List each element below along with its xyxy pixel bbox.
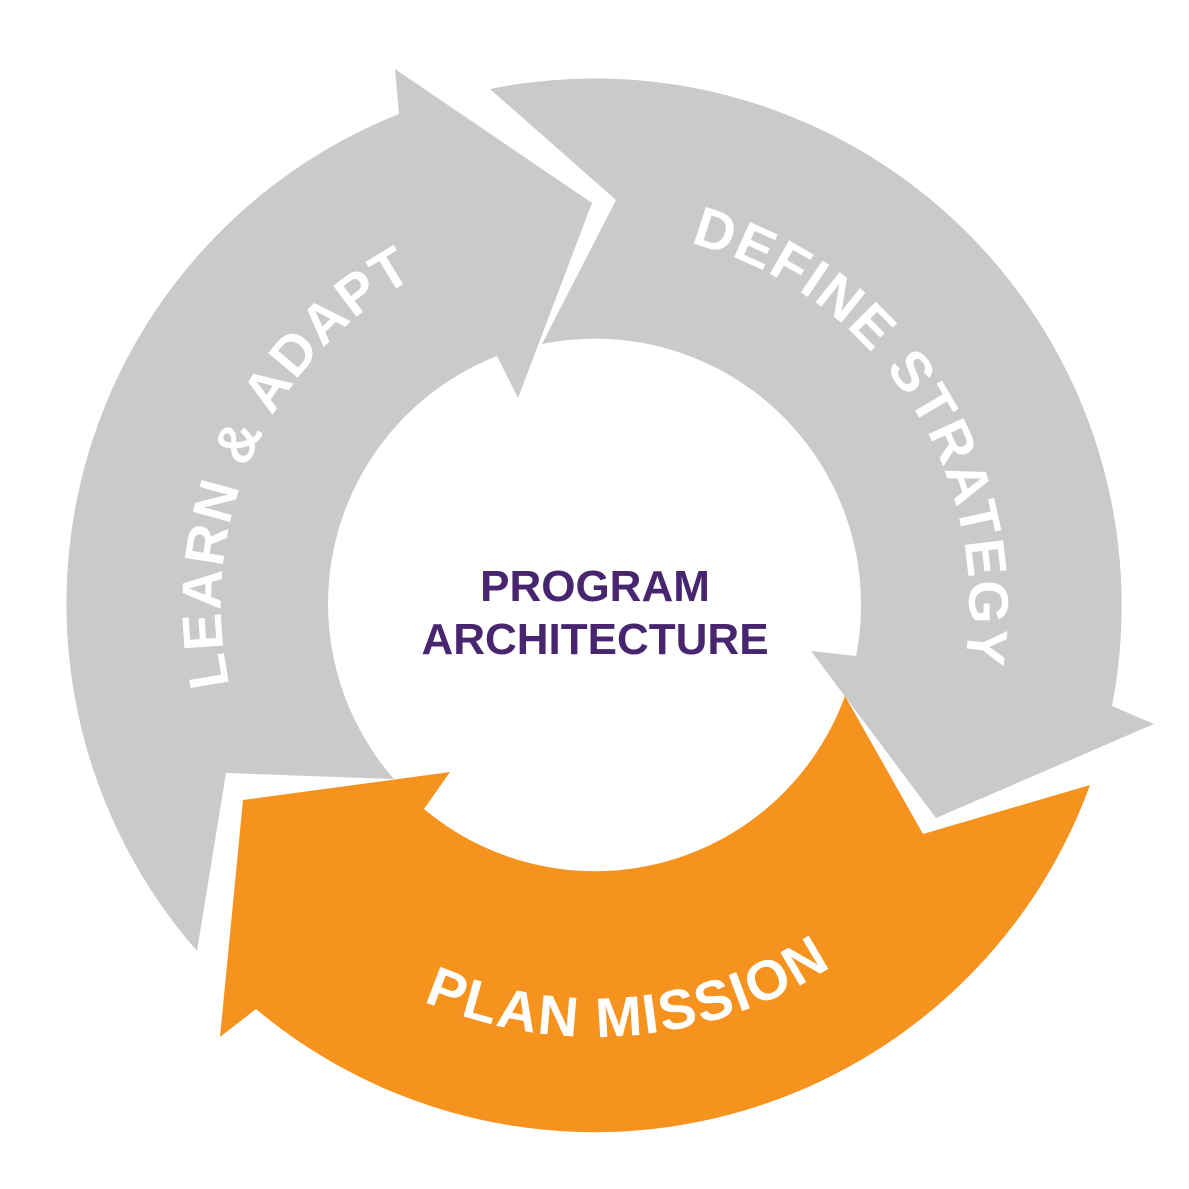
segment-define-strategy-arrow <box>490 78 1154 819</box>
center-label: PROGRAM ARCHITECTURE <box>421 562 768 664</box>
segment-learn-adapt-arrow <box>66 69 593 951</box>
segment-plan-mission-arrow <box>220 696 1090 1133</box>
center-label-line1: PROGRAM <box>480 562 710 611</box>
center-label-line2: ARCHITECTURE <box>421 615 768 664</box>
